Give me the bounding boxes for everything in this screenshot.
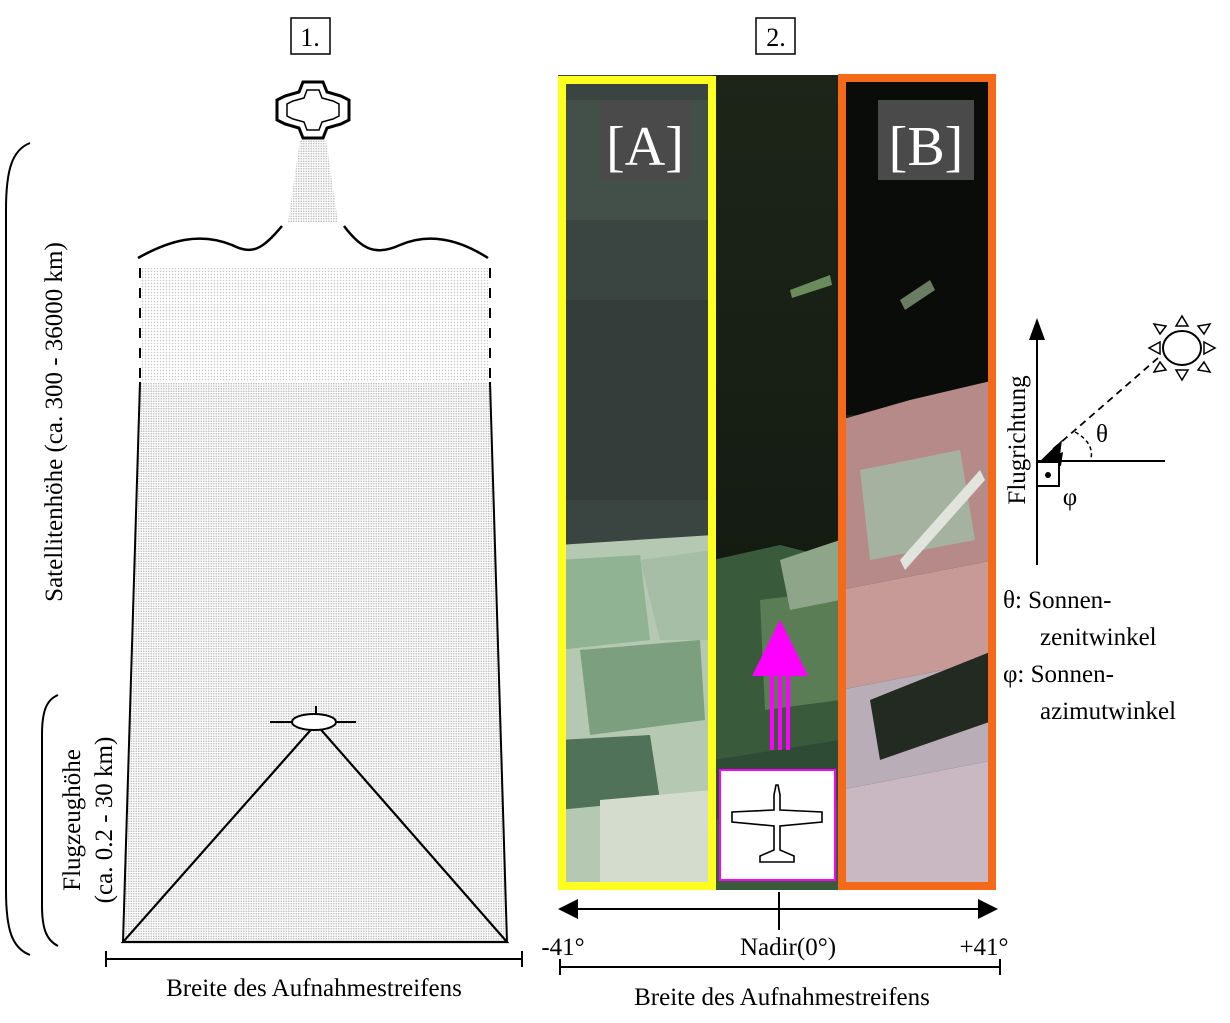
aircraft-icon	[270, 706, 356, 731]
swath-width-label-1: Breite des Aufnahmestreifens	[166, 975, 462, 1002]
aerial-image	[558, 75, 995, 890]
theta-arc	[1074, 431, 1093, 462]
panel-1: 1. Bre	[5, 17, 523, 1002]
swath-left-edge	[122, 381, 141, 943]
phi-legend-line1: φ: Sonnen-	[1003, 661, 1114, 688]
atmosphere-wave	[137, 225, 489, 260]
phi-legend-line2: azimutwinkel	[1040, 698, 1176, 725]
swath-width-label-2: Breite des Aufnahmestreifens	[634, 984, 930, 1011]
upper-dotted-band	[140, 268, 490, 382]
panel-2-number-box	[755, 17, 796, 55]
sun-geometry: Flugrichtung θ φ θ: Sonnen- zenitwinkel …	[1003, 314, 1217, 725]
theta-legend-line2: zenitwinkel	[1040, 624, 1157, 651]
theta-legend-line1: θ: Sonnen-	[1003, 587, 1112, 614]
flight-direction-label: Flugrichtung	[1004, 375, 1031, 505]
strip-b-frame	[838, 74, 996, 890]
strip-b-label: [B]	[889, 116, 964, 178]
airplane-topview-icon	[731, 784, 823, 863]
satellite-height-brace	[5, 142, 31, 956]
flight-direction-arrowhead	[1029, 318, 1045, 340]
swath-width-bracket-1	[105, 951, 523, 967]
sun-icon	[1147, 314, 1217, 382]
aircraft-height-brace	[41, 694, 59, 947]
phi-symbol: φ	[1063, 484, 1077, 511]
panel-2: 2.	[541, 17, 1009, 1011]
panel-2-number: 2.	[766, 23, 786, 52]
satellite-swath-area	[123, 382, 507, 942]
angle-axis	[558, 892, 998, 930]
panel-1-number: 1.	[300, 23, 320, 52]
angle-left-label: -41°	[541, 934, 584, 961]
satellite-height-label: Satellitenhöhe (ca. 300 - 36000 km)	[41, 242, 68, 602]
strip-b-label-box	[878, 100, 974, 180]
satellite-beam	[288, 140, 338, 222]
aircraft-height-label-line2: (ca. 0.2 - 30 km)	[91, 737, 118, 904]
strip-a-frame	[558, 76, 716, 890]
angle-center-label: Nadir(0°)	[740, 934, 836, 961]
swath-right-edge	[489, 381, 508, 943]
panel-1-number-box	[290, 17, 331, 55]
flight-direction-arrow	[752, 620, 808, 750]
angle-right-label: +41°	[959, 934, 1008, 961]
strip-a-label: [A]	[606, 116, 684, 178]
aircraft-height-label-line1: Flugzeughöhe	[59, 749, 86, 891]
swath-width-bracket-2	[559, 959, 1001, 975]
theta-symbol: θ	[1096, 421, 1108, 448]
strip-a-label-box	[600, 100, 690, 180]
satellite-icon	[275, 80, 351, 140]
